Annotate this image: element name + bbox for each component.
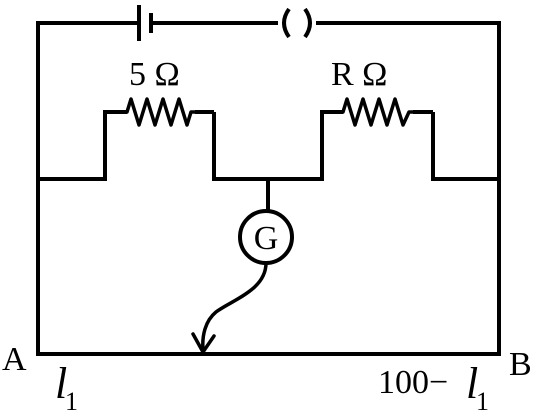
cell-icon [137,5,153,41]
length-left-label: l 1 [55,359,78,416]
length-right-symbol: l [466,359,478,408]
key-icon [282,7,312,39]
length-right-prefix: 100− [378,364,448,401]
resistor-r-ohm-label: R Ω [331,56,387,93]
length-right-subscript: 1 [476,387,489,416]
resistor-5-ohm-label: 5 Ω [129,56,180,93]
length-left-subscript: 1 [65,387,78,416]
length-left-symbol: l [55,359,67,408]
length-right-label: 100− l 1 [378,359,489,416]
resistor-5-ohm-icon [125,97,197,127]
resistor-r-ohm-icon [341,97,415,127]
end-a-label: A [2,341,27,378]
galvanometer-label: G [254,220,279,257]
end-b-label: B [509,346,532,383]
resistor-branch [38,110,499,181]
jockey-wire [201,261,268,351]
